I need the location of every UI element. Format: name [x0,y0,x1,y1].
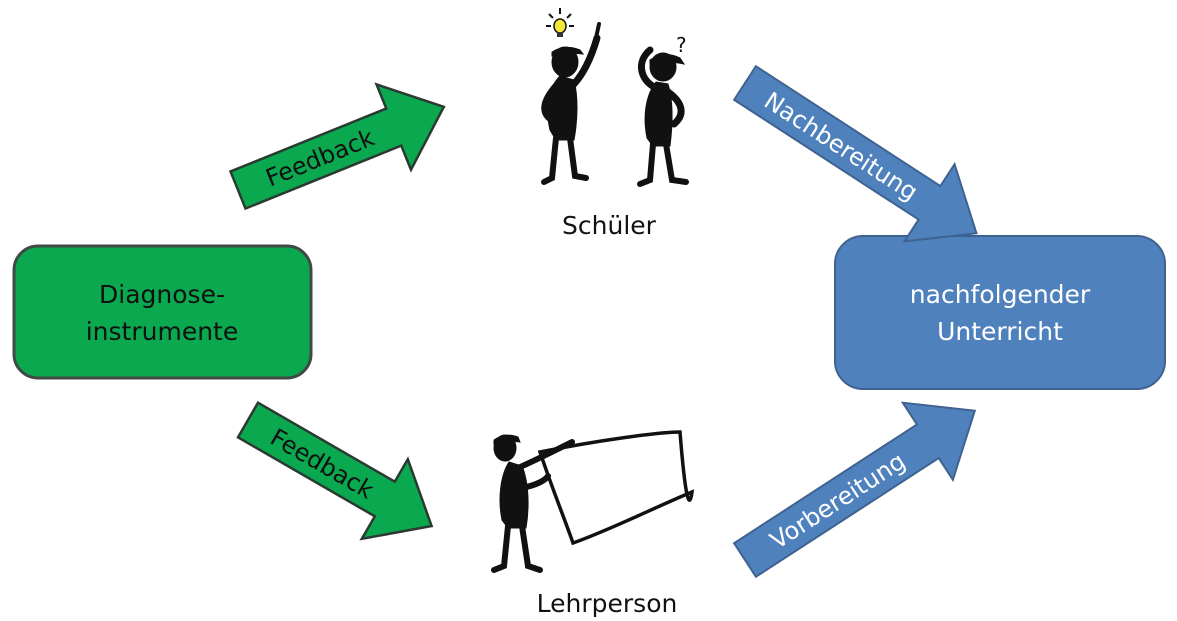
feedback-arrow-top: Feedback [228,82,446,211]
teacher-label: Lehrperson [537,589,678,618]
student-idea-figure [541,22,601,185]
vorbereitung-arrow-shape [732,401,977,579]
vorbereitung-arrow-label: Vorbereitung [765,447,910,555]
diagnose-box: Diagnose- instrumente [12,244,313,380]
unterricht-box-line1: nachfolgender [910,280,1091,309]
diagnose-box-line2: instrumente [86,317,239,346]
unterricht-box: nachfolgender Unterricht [834,235,1166,390]
vorbereitung-arrow: Vorbereitung [732,401,977,579]
teacher-illustration: Lehrperson [491,430,695,618]
board-icon [537,430,695,546]
question-mark-icon: ? [676,33,687,57]
lightbulb-icon [546,8,574,37]
diagnose-box-line1: Diagnose- [99,280,225,309]
student-thinking-figure [637,46,689,187]
nachbereitung-arrow-shape [732,64,978,243]
students-illustration: ? Schüler [541,8,689,240]
unterricht-box-line2: Unterricht [937,317,1063,346]
nachbereitung-arrow-label: Nachbereitung [759,87,923,207]
students-label: Schüler [562,211,657,240]
feedback-arrow-bottom-shape [236,400,434,541]
teacher-figure [491,434,575,573]
unterricht-box-shape [834,235,1166,390]
feedback-arrow-bottom: Feedback [236,400,434,541]
diagnose-box-shape [12,244,313,380]
feedback-arrow-top-shape [228,82,446,211]
